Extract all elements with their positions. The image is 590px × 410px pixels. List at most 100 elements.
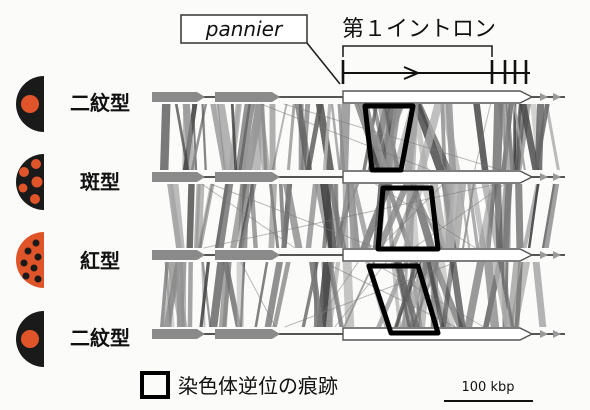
synteny-link xyxy=(498,262,515,327)
synteny-link xyxy=(458,184,471,248)
synteny-link xyxy=(305,184,319,248)
beetle-column: 二紋型 斑型 紅型 二紋型 xyxy=(16,76,130,367)
synteny-crosslink xyxy=(503,103,507,171)
synteny-link xyxy=(426,262,445,327)
synteny-link xyxy=(278,184,286,248)
synteny-links xyxy=(160,103,560,328)
synteny-link xyxy=(215,184,234,248)
synteny-link xyxy=(186,184,195,248)
synteny-link xyxy=(494,184,503,248)
synteny-link xyxy=(305,104,323,170)
synteny-link xyxy=(343,262,376,327)
synteny-link xyxy=(512,104,526,170)
synteny-link xyxy=(322,184,333,248)
inversion-box-1 xyxy=(362,103,416,173)
synteny-link xyxy=(199,262,210,327)
synteny-crosslink xyxy=(210,183,377,249)
synteny-link xyxy=(351,184,372,248)
gene-arrow xyxy=(152,172,205,182)
synteny-link xyxy=(483,262,500,327)
synteny-crosslink xyxy=(334,261,387,328)
synteny-link xyxy=(470,184,487,248)
synteny-link xyxy=(236,262,245,327)
synteny-crosslink xyxy=(203,183,497,249)
synteny-link xyxy=(390,184,422,248)
track-4-label: 二紋型 xyxy=(70,326,130,350)
synteny-link xyxy=(264,262,283,327)
synteny-link xyxy=(254,262,269,327)
beetle-spotted-icon xyxy=(16,154,44,210)
synteny-link xyxy=(402,184,425,248)
track-1-label: 二紋型 xyxy=(70,91,130,115)
synteny-link xyxy=(240,184,250,248)
synteny-link xyxy=(391,262,402,327)
synteny-link xyxy=(218,262,232,327)
gene-arrow-small xyxy=(553,93,561,101)
synteny-link xyxy=(179,262,185,327)
inversion-marks xyxy=(362,103,441,336)
synteny-link xyxy=(160,104,171,170)
synteny-link xyxy=(513,104,526,170)
synteny-link xyxy=(473,104,489,170)
synteny-link xyxy=(272,262,291,327)
synteny-link xyxy=(170,184,185,248)
synteny-crosslink xyxy=(375,183,476,249)
synteny-link xyxy=(286,104,296,170)
synteny-link xyxy=(160,262,170,327)
synteny-link xyxy=(440,104,447,170)
synteny-crosslink xyxy=(240,261,276,328)
synteny-link xyxy=(238,184,244,248)
synteny-link xyxy=(209,262,226,327)
synteny-link xyxy=(502,184,513,248)
track-2-label: 斑型 xyxy=(80,170,120,194)
gene-arrow-small xyxy=(553,251,561,259)
inversion-box-2 xyxy=(375,185,441,252)
synteny-link xyxy=(315,104,334,170)
synteny-link xyxy=(544,104,560,170)
synteny-link xyxy=(385,184,394,248)
inversion-box-3 xyxy=(366,263,441,336)
synteny-link xyxy=(440,104,461,170)
synteny-link xyxy=(187,262,193,327)
synteny-link xyxy=(492,104,504,170)
gene-arrow xyxy=(215,329,280,339)
synteny-link xyxy=(174,104,190,170)
synteny-link xyxy=(417,104,443,170)
synteny-crosslink xyxy=(239,103,250,171)
synteny-link xyxy=(542,184,560,248)
gene-arrow xyxy=(215,250,280,260)
header: pannier 第１イントロン xyxy=(180,14,530,85)
synteny-link xyxy=(294,104,313,170)
synteny-link xyxy=(230,104,238,170)
synteny-link xyxy=(197,184,213,248)
synteny-link xyxy=(176,262,181,327)
pannier-gene-arrow xyxy=(342,170,534,184)
synteny-link xyxy=(249,184,258,248)
gene-direction-arrow xyxy=(403,66,421,80)
scale-bar-label: 100 kbp xyxy=(462,380,515,395)
synteny-link xyxy=(485,184,496,248)
synteny-link xyxy=(322,104,332,170)
synteny-link xyxy=(492,262,511,327)
gene-label-box xyxy=(180,14,308,44)
gene-arrow-small xyxy=(540,173,548,181)
synteny-crosslink xyxy=(474,103,491,171)
synteny-link xyxy=(376,184,411,248)
synteny-link xyxy=(377,104,396,170)
synteny-link xyxy=(461,184,475,248)
synteny-link xyxy=(327,184,347,248)
synteny-link xyxy=(393,262,411,327)
beetle-two-spot-icon-2 xyxy=(16,311,44,367)
gene-arrow-small xyxy=(553,173,561,181)
synteny-crosslink xyxy=(413,183,506,249)
synteny-link xyxy=(513,104,517,170)
synteny-link xyxy=(464,262,485,327)
beetle-two-spot-icon xyxy=(16,76,44,132)
gene-arrow-small xyxy=(540,330,548,338)
synteny-link xyxy=(414,262,429,327)
synteny-link xyxy=(505,104,515,170)
synteny-link xyxy=(260,104,268,170)
synteny-crosslink xyxy=(313,261,359,328)
gene-label: pannier xyxy=(205,17,284,41)
